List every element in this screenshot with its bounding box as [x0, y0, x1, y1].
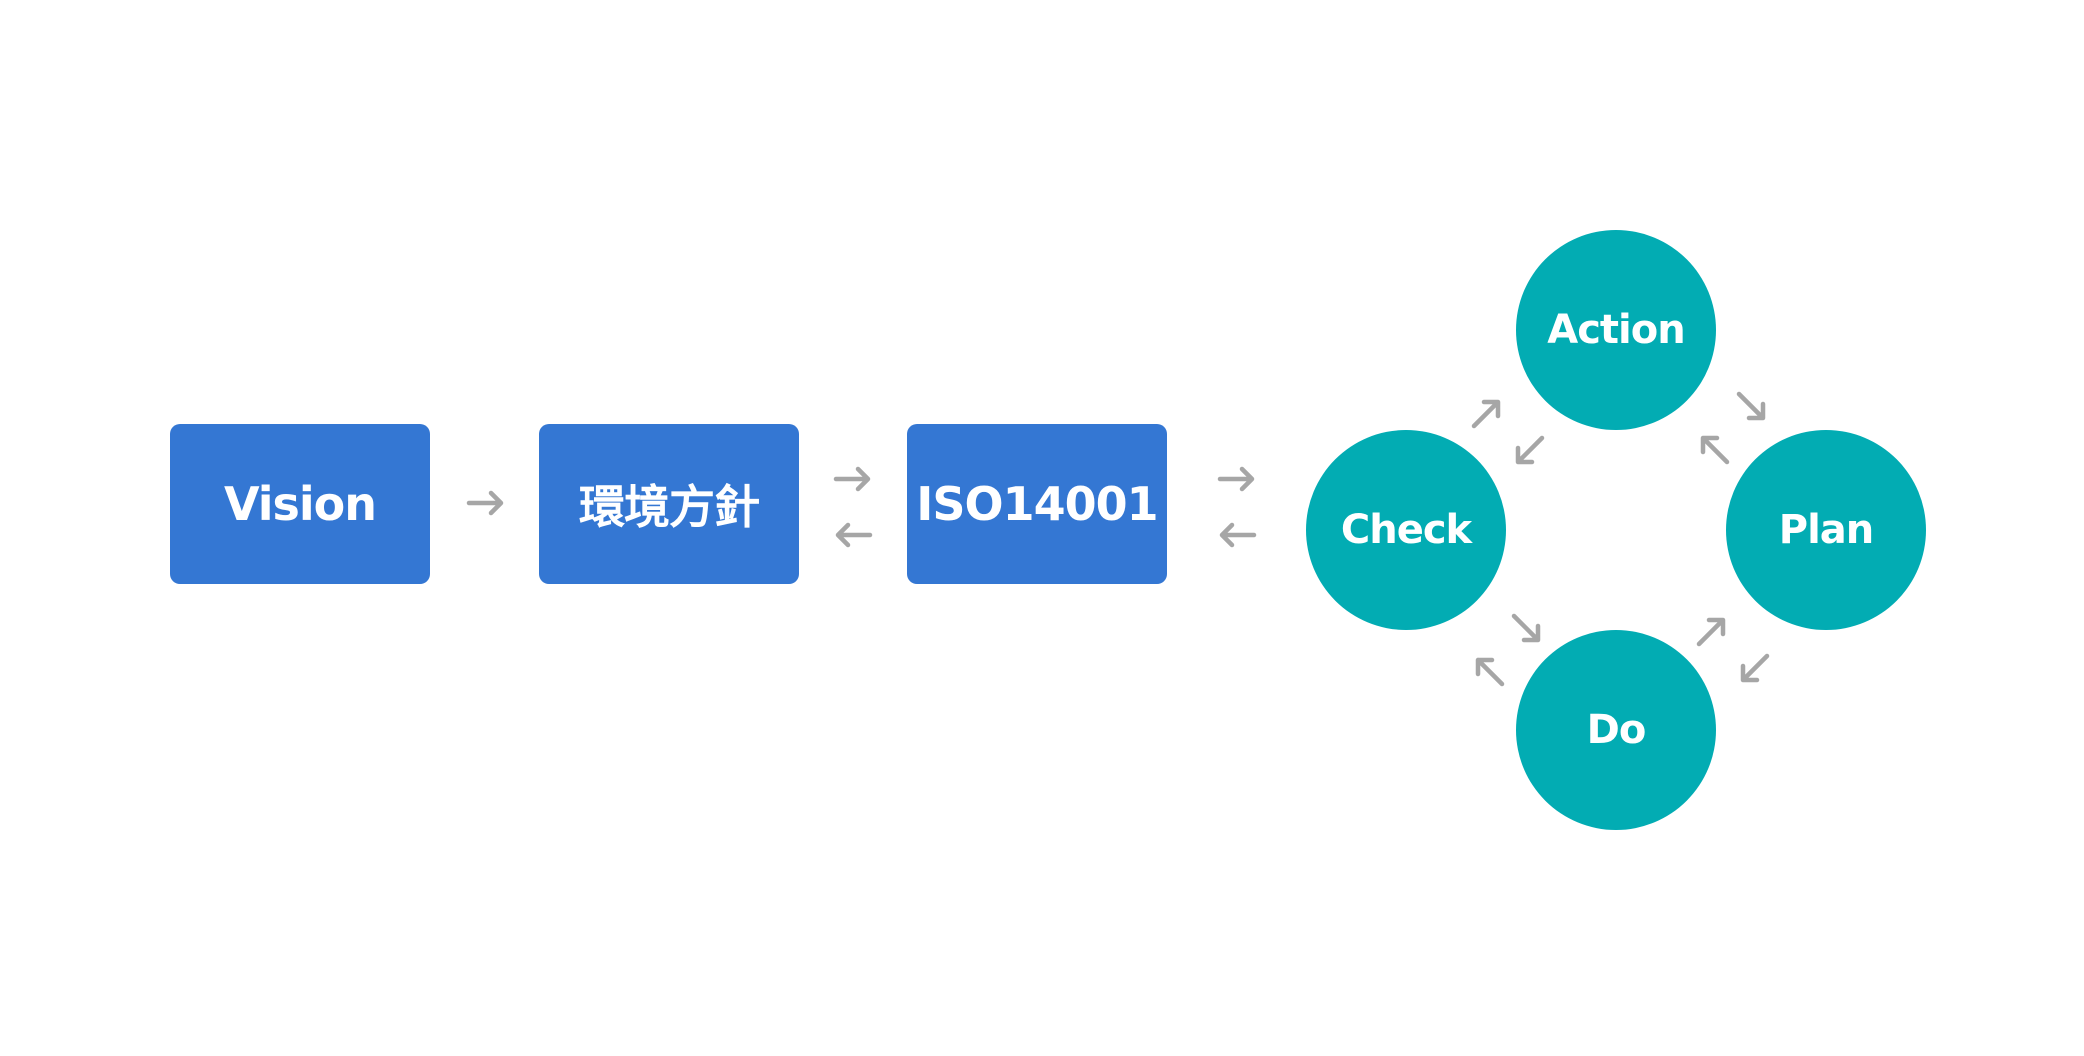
check-label: Check [1340, 507, 1472, 553]
vision-label: Vision [223, 477, 377, 531]
arrow-up-right-icon [1696, 617, 1726, 647]
arrow-down-left-icon [1740, 653, 1770, 683]
vision-box: Vision [170, 424, 430, 584]
arrow-right-icon [1217, 466, 1255, 492]
environmental-policy-label: 環境方針 [579, 480, 760, 534]
plan-label: Plan [1778, 507, 1874, 553]
arrow-down-right-icon [1511, 613, 1541, 643]
iso14001-label: ISO14001 [916, 477, 1158, 531]
arrow-down-left-icon [1515, 435, 1545, 465]
check-circle: Check [1306, 430, 1506, 630]
arrow-left-icon [1219, 522, 1257, 548]
plan-circle: Plan [1726, 430, 1926, 630]
arrow-up-left-icon [1700, 435, 1730, 465]
arrow-up-left-icon [1475, 657, 1505, 687]
do-label: Do [1586, 707, 1647, 753]
action-circle: Action [1516, 230, 1716, 430]
arrow-up-right-icon [1471, 399, 1501, 429]
iso14001-box: ISO14001 [907, 424, 1167, 584]
arrow-right-icon [466, 490, 504, 516]
do-circle: Do [1516, 630, 1716, 830]
arrow-down-right-icon [1736, 391, 1766, 421]
arrow-left-icon [835, 522, 873, 548]
action-label: Action [1547, 307, 1685, 353]
arrow-right-icon [833, 466, 871, 492]
environmental-policy-box: 環境方針 [539, 424, 799, 584]
